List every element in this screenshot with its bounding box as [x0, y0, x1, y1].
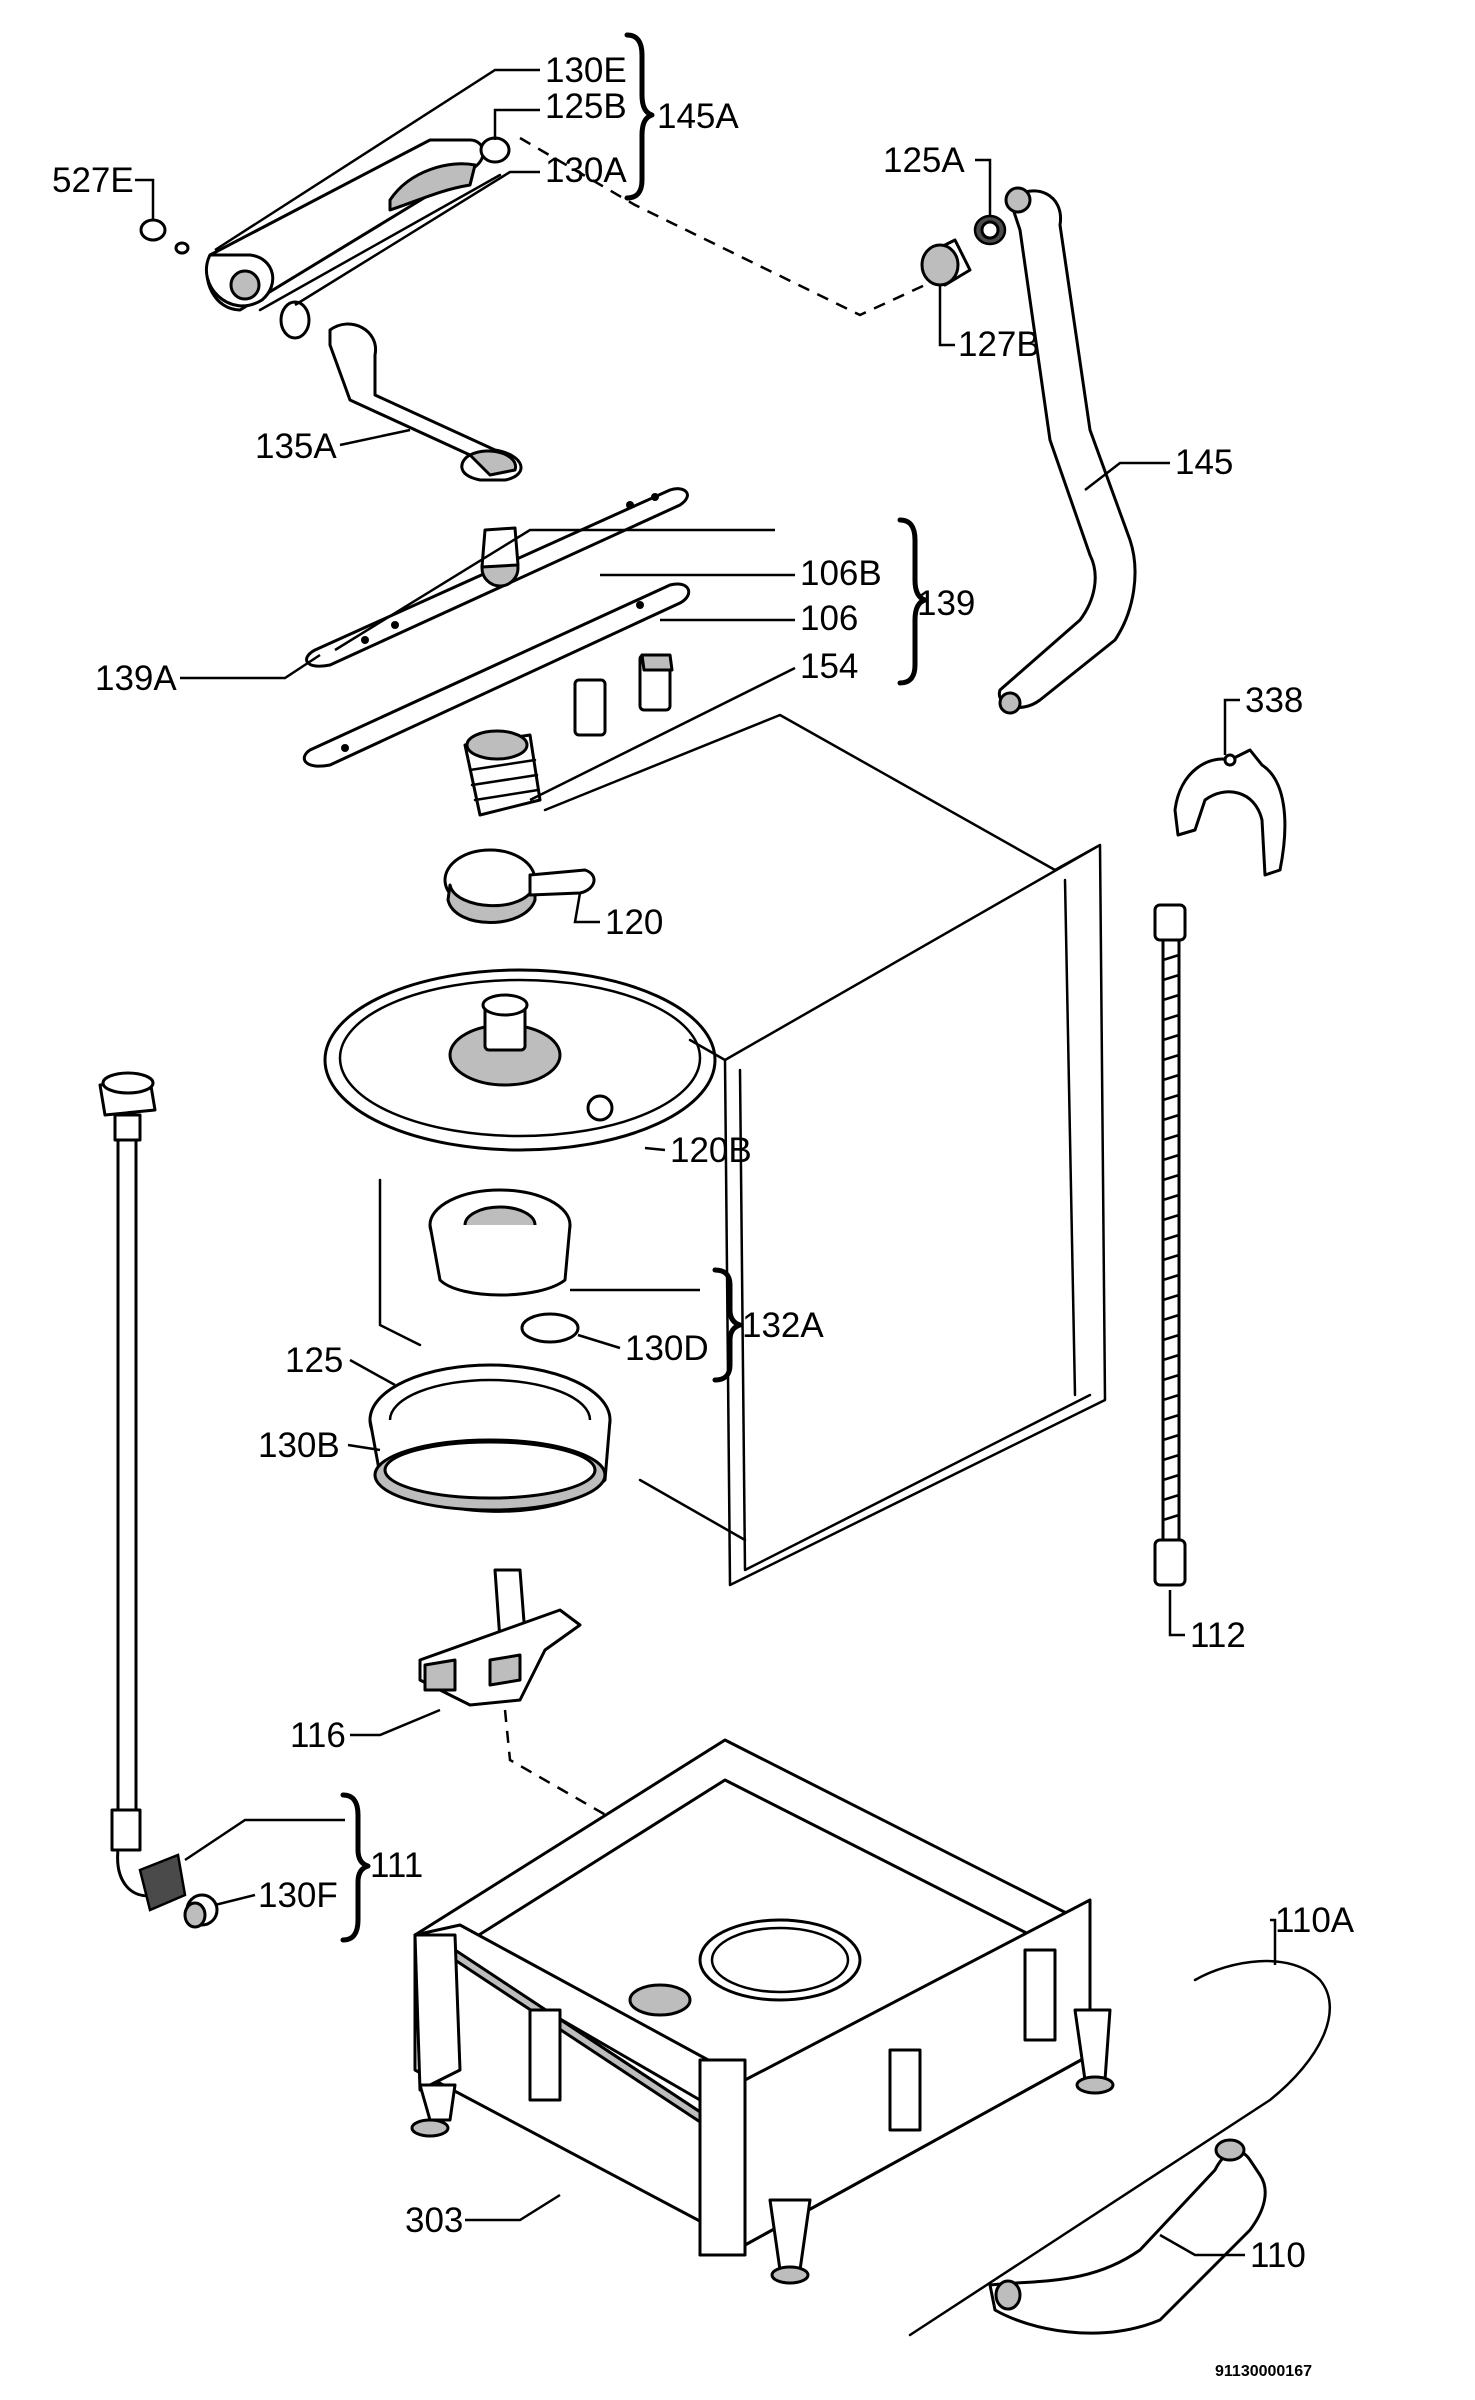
inlet-hose-112: [1153, 903, 1187, 1587]
label-154: 154: [800, 647, 858, 686]
nut-527e: [139, 218, 190, 255]
dashed-connection-upper: [519, 136, 926, 317]
label-120b: 120B: [670, 1131, 752, 1170]
label-110a: 110A: [1275, 1901, 1355, 1940]
spray-arm-seal-130a: [279, 300, 311, 340]
reference-number: 91130000167: [1215, 2363, 1312, 2380]
label-125: 125: [285, 1341, 343, 1380]
label-135a: 135A: [255, 427, 337, 466]
label-125b: 125B: [545, 87, 627, 126]
feed-pipe-135a: [328, 322, 523, 482]
label-145: 145: [1175, 443, 1233, 482]
aquastop-hose-111: [98, 1071, 187, 1912]
drain-hose-110a: [908, 1959, 1331, 2337]
label-139: 139: [917, 584, 975, 623]
spray-arm-hub: [463, 729, 542, 817]
base-frame-303: [410, 1738, 1115, 2285]
label-106: 106: [800, 599, 858, 638]
label-132a: 132A: [742, 1306, 824, 1345]
oring-125a: [973, 214, 1007, 246]
label-112: 112: [1190, 1616, 1246, 1655]
label-303: 303: [405, 2201, 463, 2240]
label-527e: 527E: [52, 161, 134, 200]
upper-spray-arm: [204, 138, 502, 312]
connector-127b: [920, 238, 972, 287]
label-130d: 130D: [625, 1329, 709, 1368]
label-120: 120: [605, 903, 663, 942]
bracket-116: [418, 1568, 582, 1707]
spray-arm-lower-arm: [302, 582, 691, 768]
label-145a: 145A: [657, 97, 739, 136]
bracket-338: [1173, 748, 1287, 877]
filter-plate-120b: [323, 968, 717, 1152]
label-110: 110: [1250, 2236, 1306, 2275]
braces: [340, 32, 928, 1943]
pump-housing-132a: [428, 1188, 580, 1344]
label-130b: 130B: [258, 1426, 340, 1465]
clips-106: [573, 653, 674, 737]
filter-120: [443, 848, 596, 924]
label-338: 338: [1245, 681, 1303, 720]
label-130e: 130E: [545, 51, 627, 90]
part-labels: 130E 125B 145A 130A 527E 125A 127B 135A …: [52, 51, 1355, 2380]
label-111: 111: [370, 1846, 423, 1885]
label-130a: 130A: [545, 151, 627, 190]
label-127b: 127B: [958, 325, 1040, 364]
spray-arm-139a: [305, 487, 689, 668]
small-oring-125b: [479, 136, 511, 164]
feed-tube-145: [997, 186, 1137, 715]
label-106b: 106B: [800, 554, 882, 593]
drain-hose-110: [988, 2138, 1267, 2335]
label-130f: 130F: [258, 1876, 338, 1915]
washer-130f: [183, 1893, 219, 1929]
leader-lines: [135, 68, 1277, 2257]
sump-ring-125: [368, 1363, 612, 1513]
label-139a: 139A: [95, 659, 177, 698]
label-125a: 125A: [883, 141, 965, 180]
cabinet-frame: [378, 713, 1107, 1587]
label-116: 116: [290, 1716, 346, 1755]
